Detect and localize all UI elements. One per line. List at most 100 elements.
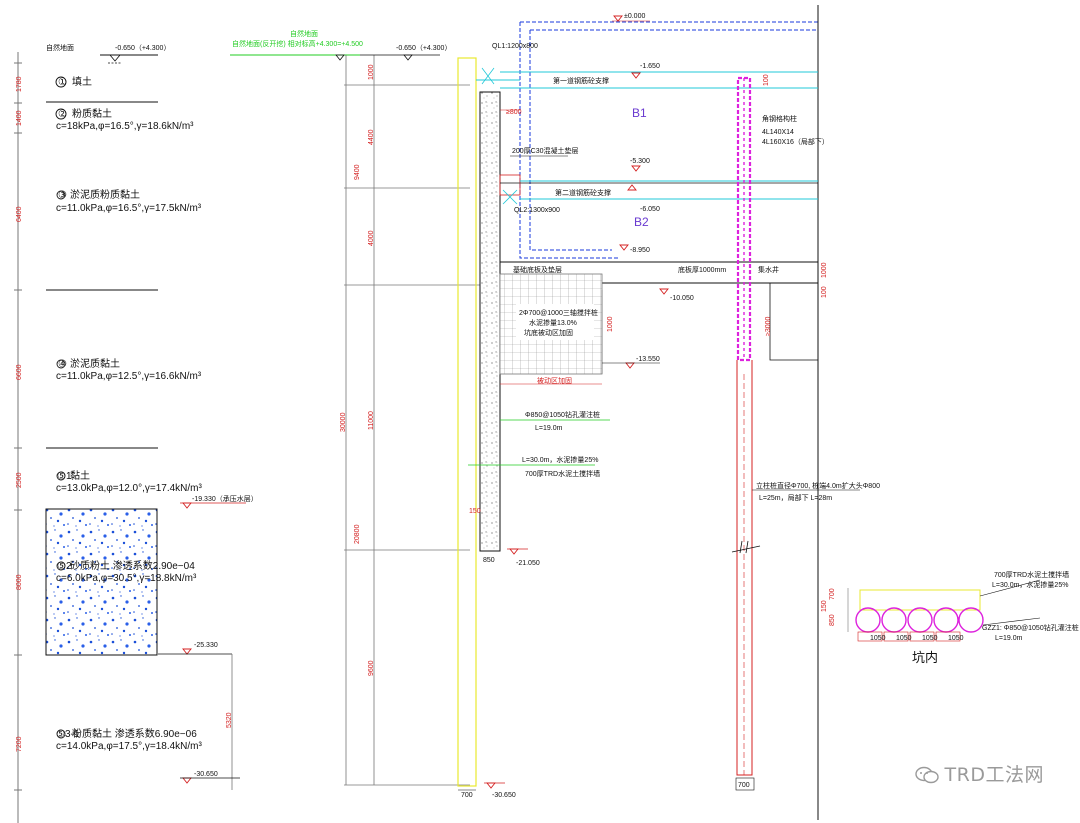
wechat-icon <box>914 766 939 784</box>
svg-text:自然地面(反开挖) 相对标高+4.300=+4.500: 自然地面(反开挖) 相对标高+4.300=+4.500 <box>232 39 363 48</box>
strut-2: 第二道钢筋砼支撑 -5.300 -6.050 B2 <box>500 158 818 229</box>
level-30650-left: -30.650 <box>180 771 240 784</box>
svg-text:立柱桩直径Φ700, 桩端4.0m扩大头Φ800: 立柱桩直径Φ700, 桩端4.0m扩大头Φ800 <box>756 481 880 490</box>
svg-text:-8.950: -8.950 <box>630 247 650 254</box>
svg-text:850: 850 <box>829 614 836 626</box>
svg-text:c=14.0kPa,φ=17.5°,γ=18.4kN/m³: c=14.0kPa,φ=17.5°,γ=18.4kN/m³ <box>56 741 203 752</box>
svg-text:4L140X14: 4L140X14 <box>762 129 794 136</box>
svg-text:砂质粉土 渗透系数2.90e−04: 砂质粉土 渗透系数2.90e−04 <box>70 559 195 572</box>
svg-text:700: 700 <box>829 588 836 600</box>
soil-layer-5-3-1: ⑤3-1 粉质黏土 渗透系数6.90e−06 c=14.0kPa,φ=17.5°… <box>56 727 203 752</box>
svg-text:-1.650: -1.650 <box>640 63 660 70</box>
lattice-column: 角钢格构柱 4L140X14 4L160X16（局部下） <box>736 76 829 362</box>
svg-text:1050: 1050 <box>896 635 912 642</box>
svg-text:粉质黏土 渗透系数6.90e−06: 粉质黏土 渗透系数6.90e−06 <box>72 727 197 740</box>
svg-text:-13.550: -13.550 <box>636 356 660 363</box>
svg-text:1000: 1000 <box>821 262 828 278</box>
aquifer-box <box>45 508 158 656</box>
svg-text:Φ850@1050钻孔灌注桩: Φ850@1050钻孔灌注桩 <box>525 410 600 419</box>
dimension-column: 自然地面 自然地面(反开挖) 相对标高+4.300=+4.500 -0.650（… <box>230 29 520 786</box>
level-25330: -25.330 <box>158 642 232 655</box>
svg-text:2Φ700@1000三轴搅拌桩: 2Φ700@1000三轴搅拌桩 <box>519 308 598 317</box>
svg-text:c=13.0kPa,φ=12.0°,γ=17.4kN/m³: c=13.0kPa,φ=12.0°,γ=17.4kN/m³ <box>56 483 203 494</box>
svg-text:-25.330: -25.330 <box>194 642 218 649</box>
level-wall-bottom: -30.650 <box>484 782 516 799</box>
svg-text:淤泥质粉质黏土: 淤泥质粉质黏土 <box>70 188 140 201</box>
svg-text:9600: 9600 <box>368 660 375 676</box>
soil-layer-4: ④ 淤泥质黏土 c=11.0kPa,φ=12.5°,γ=16.6kN/m³ <box>56 357 202 382</box>
soil-layer-5-2: ⑤2 砂质粉土 渗透系数2.90e−04 c=6.0kPa,φ=30.5°,γ=… <box>56 559 197 584</box>
strut-1: 第一道钢筋砼支撑 -1.650 B1 100 <box>500 63 818 120</box>
thickness-8000: 8000 <box>16 574 23 590</box>
label-b1: B1 <box>632 106 647 120</box>
svg-text:集水井: 集水井 <box>758 265 779 274</box>
svg-text:c=11.0kPa,φ=16.5°,γ=17.5kN/m³: c=11.0kPa,φ=16.5°,γ=17.5kN/m³ <box>56 203 202 214</box>
svg-text:c=11.0kPa,φ=12.5°,γ=16.6kN/m³: c=11.0kPa,φ=12.5°,γ=16.6kN/m³ <box>56 371 202 382</box>
watermark: TRD工法网 <box>914 760 1044 787</box>
svg-text:30000: 30000 <box>340 412 347 432</box>
svg-text:1000: 1000 <box>607 316 614 332</box>
svg-text:自然地面: 自然地面 <box>290 29 318 38</box>
level-13550: -13.550 <box>602 356 660 369</box>
thickness-1780: 1780 <box>16 76 23 92</box>
thickness-6400: 6400 <box>16 206 23 222</box>
thickness-6600: 6600 <box>16 364 23 380</box>
svg-text:④: ④ <box>58 359 67 370</box>
svg-text:-19.330（承压水层）: -19.330（承压水层） <box>192 494 258 503</box>
svg-text:200厚C30混凝土垫层: 200厚C30混凝土垫层 <box>512 146 579 155</box>
svg-text:⑤2: ⑤2 <box>57 561 72 572</box>
svg-text:1000: 1000 <box>368 64 375 80</box>
plan-detail: 700厚TRD水泥土搅拌墙 L=30.0m，水泥掺量25% GZZ1: Φ850… <box>821 570 1079 666</box>
label-b2: B2 <box>634 215 649 229</box>
thickness-7200: 7200 <box>16 736 23 752</box>
svg-text:被动区加固: 被动区加固 <box>537 376 572 385</box>
retaining-wall: 700 850 150 -21.050 -30.650 Φ850@1050钻孔灌… <box>457 57 610 799</box>
level-8950: -8.950 <box>619 244 650 254</box>
svg-text:150: 150 <box>469 508 481 515</box>
svg-text:700: 700 <box>461 792 473 799</box>
soil-layer-2: ② 粉质黏土 c=18kPa,φ=16.5°,γ=18.6kN/m³ <box>55 107 194 132</box>
thickness-1400: 1400 <box>16 110 23 126</box>
column-pile: 立柱桩直径Φ700, 桩端4.0m扩大头Φ800 L=25m，局部下 L=28m… <box>731 360 880 791</box>
svg-text:-6.050: -6.050 <box>640 206 660 213</box>
svg-text:第二道钢筋砼支撑: 第二道钢筋砼支撑 <box>555 188 611 197</box>
svg-text:1050: 1050 <box>948 635 964 642</box>
svg-text:坑底被动区加固: 坑底被动区加固 <box>524 328 573 337</box>
svg-text:第一道钢筋砼支撑: 第一道钢筋砼支撑 <box>553 76 609 85</box>
svg-text:-5.300: -5.300 <box>630 158 650 165</box>
ring-beam-1: QL1:1200x800 <box>492 43 538 50</box>
soil-layer-3: ③ 淤泥质粉质黏土 c=11.0kPa,φ=16.5°,γ=17.5kN/m³ <box>56 188 202 214</box>
dim-5320: 5320 <box>226 712 233 728</box>
svg-text:≥3000: ≥3000 <box>765 316 772 336</box>
svg-text:100: 100 <box>821 286 828 298</box>
ground-level-left: -0.650（+4.300） <box>115 44 170 52</box>
svg-text:粉质黏土: 粉质黏土 <box>72 107 112 120</box>
svg-text:③: ③ <box>58 190 67 201</box>
svg-text:-30.650: -30.650 <box>492 792 516 799</box>
watermark-text: TRD工法网 <box>944 764 1044 786</box>
svg-text:4000: 4000 <box>368 230 375 246</box>
soil-layer-5-1: ⑤1 黏土 c=13.0kPa,φ=12.0°,γ=17.4kN/m³ <box>56 469 203 494</box>
svg-text:L=19.0m: L=19.0m <box>995 635 1023 642</box>
svg-text:20800: 20800 <box>354 524 361 544</box>
ground-label: 自然地面 <box>46 43 74 52</box>
svg-text:11000: 11000 <box>368 411 375 430</box>
svg-text:100: 100 <box>763 74 770 86</box>
ring-beam-2: QL2:1300x900 <box>514 207 560 214</box>
svg-text:底板厚1000mm: 底板厚1000mm <box>678 265 726 274</box>
svg-text:≥800: ≥800 <box>506 109 522 116</box>
svg-text:9400: 9400 <box>354 164 361 180</box>
svg-text:角钢格构柱: 角钢格构柱 <box>762 114 797 123</box>
svg-text:填土: 填土 <box>72 75 92 88</box>
svg-text:⑤3-1: ⑤3-1 <box>56 729 80 740</box>
svg-text:±0.000: ±0.000 <box>624 13 645 20</box>
svg-text:GZZ1: Φ850@1050钻孔灌注桩: GZZ1: Φ850@1050钻孔灌注桩 <box>982 623 1079 632</box>
ground-level-mid: -0.650（+4.300） <box>396 44 451 52</box>
svg-text:700厚TRD水泥土搅拌墙: 700厚TRD水泥土搅拌墙 <box>525 469 600 478</box>
svg-text:150: 150 <box>821 600 828 612</box>
soil-profile: 1780 1400 6400 6600 2500 8000 7200 自然地面 … <box>14 43 258 823</box>
svg-text:水泥掺量13.0%: 水泥掺量13.0% <box>529 318 577 327</box>
plan-title: 坑内 <box>912 650 938 666</box>
bored-pile <box>479 91 501 552</box>
